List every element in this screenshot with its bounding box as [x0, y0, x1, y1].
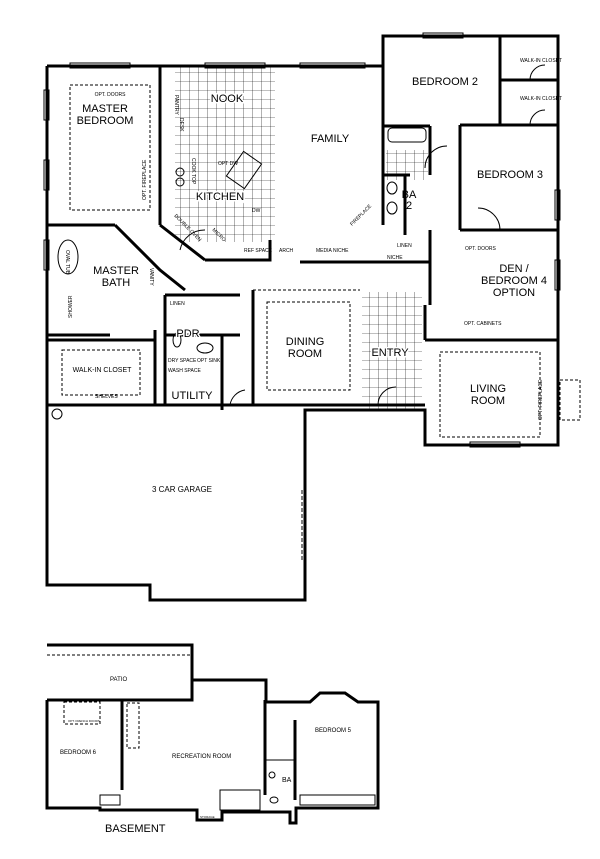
utility-label: UTILITY [172, 390, 214, 402]
walk-in-closet-note-2: WALK-IN CLOSET [520, 96, 562, 102]
opt-sink-note: OPT SINK [197, 358, 221, 364]
entry-tile [362, 292, 422, 410]
shower-note: SHOWER [68, 295, 74, 318]
water-heater-icon [51, 408, 63, 420]
toilet-icon [172, 332, 182, 348]
sink-icon [386, 181, 398, 195]
kitchen-island [225, 150, 263, 190]
opt-fireplace-note: OPT. FIREPLACE [142, 159, 148, 200]
ref-space-note: REF SPACE [244, 248, 273, 254]
opt-fireplace-living-note: OPT. FIREPLACE [538, 379, 544, 420]
dry-space-note: DRY SPACE [168, 358, 197, 364]
media-niche-note: MEDIA NICHE [316, 248, 349, 254]
basement-ba-label: BA [282, 777, 292, 784]
garage-label: 3 CAR GARAGE [152, 485, 212, 494]
family-label: FAMILY [311, 133, 350, 145]
bedroom6-label: BEDROOM 6 [60, 750, 97, 756]
wash-space-note: WASH SPACE [168, 368, 201, 374]
kitchen-tile [175, 67, 275, 242]
opt-french-doors-note: OPT. FRENCH DOORS [68, 719, 100, 723]
vanity-note: VANITY [148, 268, 154, 286]
storage-note: STORAGE [200, 815, 215, 819]
desk-note: DESK [178, 118, 184, 132]
opt-dw-note: OPT DW [218, 161, 238, 167]
niche-note: NICHE [387, 255, 403, 261]
basement-walls [45, 643, 380, 825]
shelves-note: SHELVES [95, 394, 118, 400]
oval-tub-icon [57, 239, 79, 275]
doors [179, 64, 546, 406]
fireplace-note: FIREPLACE [349, 203, 373, 227]
opt-doors-note: OPT. DOORS [95, 92, 127, 98]
dw-note: DW [252, 208, 261, 214]
opt-cabinets-note: OPT. CABINETS [464, 321, 502, 327]
linen-note: LINEN [397, 243, 412, 249]
basement-title: BASEMENT [105, 823, 166, 835]
bathtub-icon [387, 127, 427, 143]
bedroom3-label: BEDROOM 3 [477, 169, 543, 181]
fixtures [51, 127, 427, 420]
walk-in-closet-note-1: WALK-IN CLOSET [520, 58, 562, 64]
opt-doors-den-note: OPT. DOORS [465, 246, 497, 252]
kitchen-label: KITCHEN [196, 191, 244, 203]
entry-label: ENTRY [371, 347, 409, 359]
optional-outlines [61, 84, 581, 438]
cooktop-note: COOK TOP [190, 158, 196, 185]
linen-mb-note: LINEN [170, 301, 185, 307]
walk-in-closet-label: WALK-IN CLOSET [73, 367, 133, 374]
main-floor-walls [45, 34, 560, 602]
arch-note: ARCH [279, 248, 294, 254]
pdr-label: PDR [176, 328, 199, 340]
bedroom2-label: BEDROOM 2 [412, 76, 478, 88]
recreation-room-label: RECREATION ROOM [172, 754, 231, 760]
nook-label: NOOK [211, 93, 244, 105]
bedroom5-label: BEDROOM 5 [315, 728, 352, 734]
pantry-note: PANTRY [173, 95, 179, 115]
patio-label: PATIO [110, 677, 127, 683]
cooktop-burner-icon [175, 167, 185, 177]
windows [43, 32, 561, 448]
stairs [219, 789, 261, 811]
oval-tub-note: OVAL TUB [64, 250, 70, 275]
